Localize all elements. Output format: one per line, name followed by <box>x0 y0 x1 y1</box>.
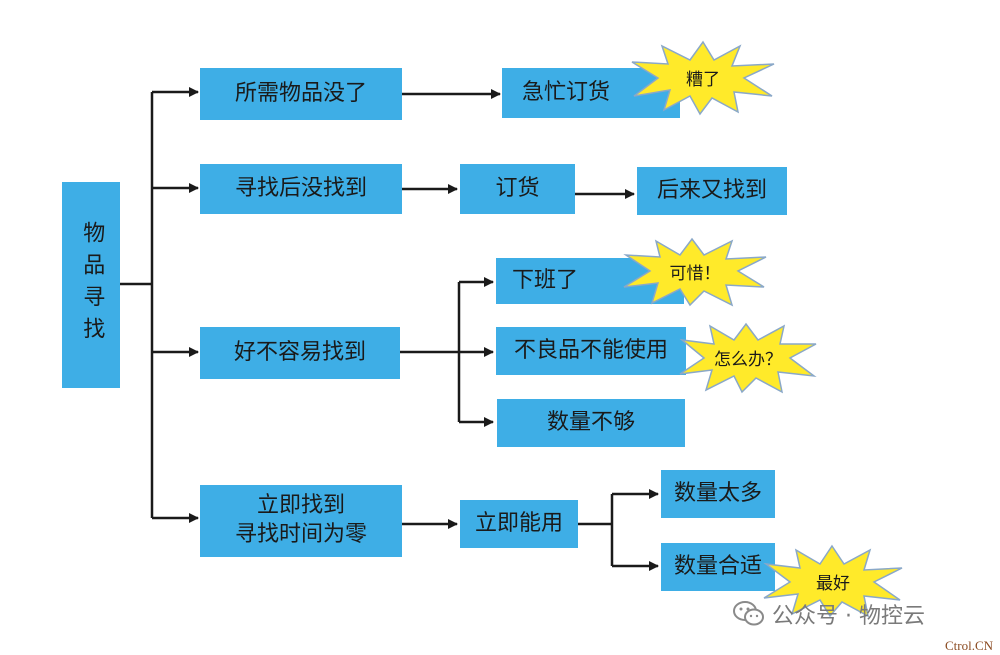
node-items-gone-label: 所需物品没了 <box>234 80 367 106</box>
starburst-pity <box>623 237 767 307</box>
node-defective-label: 不良品不能使用 <box>513 337 668 363</box>
node-found-immediately-line1: 立即找到 <box>256 493 345 519</box>
starburst-what-to-do <box>679 322 817 394</box>
node-insufficient-label: 数量不够 <box>546 409 635 435</box>
exclaim-what-to-do: 怎么办？ <box>714 349 782 370</box>
node-insufficient: 数量不够 <box>497 399 685 447</box>
node-defective: 不良品不能使用 <box>496 327 686 375</box>
node-usable-now: 立即能用 <box>460 500 578 548</box>
node-too-many-label: 数量太多 <box>673 480 762 506</box>
node-found-later-label: 后来又找到 <box>656 177 767 203</box>
node-hardly-found-label: 好不容易找到 <box>233 339 366 365</box>
corner-mark: Ctrol.CN <box>945 638 994 653</box>
node-off-work-label: 下班了 <box>512 267 579 293</box>
node-not-found: 寻找后没找到 <box>200 164 402 214</box>
node-found-immediately: 立即找到 寻找时间为零 <box>200 485 402 557</box>
node-right-amount: 数量合适 <box>661 543 775 591</box>
node-items-gone: 所需物品没了 <box>200 68 402 120</box>
node-right-amount-label: 数量合适 <box>673 553 762 579</box>
node-found-immediately-line2: 寻找时间为零 <box>234 522 367 547</box>
root-label: 物品寻找 <box>79 221 105 349</box>
exclaim-pity: 可惜！ <box>669 263 721 284</box>
wechat-icon <box>733 601 764 626</box>
watermark: 公众号 · 物控云 <box>732 598 925 630</box>
exclaim-oops: 糟了 <box>686 69 720 90</box>
node-too-many: 数量太多 <box>661 470 775 518</box>
starburst-best <box>763 544 903 618</box>
node-hardly-found: 好不容易找到 <box>200 327 400 379</box>
node-order-label: 订货 <box>495 175 540 201</box>
exclaim-best: 最好 <box>816 573 850 594</box>
node-found-later: 后来又找到 <box>637 167 787 215</box>
node-order: 订货 <box>460 164 575 214</box>
node-rush-order-label: 急忙订货 <box>522 79 611 105</box>
node-usable-now-label: 立即能用 <box>474 510 563 536</box>
watermark-text: 公众号 · 物控云 <box>772 604 925 629</box>
starburst-oops <box>631 40 775 116</box>
root-node: 物品寻找 <box>62 182 120 388</box>
node-not-found-label: 寻找后没找到 <box>234 175 367 201</box>
